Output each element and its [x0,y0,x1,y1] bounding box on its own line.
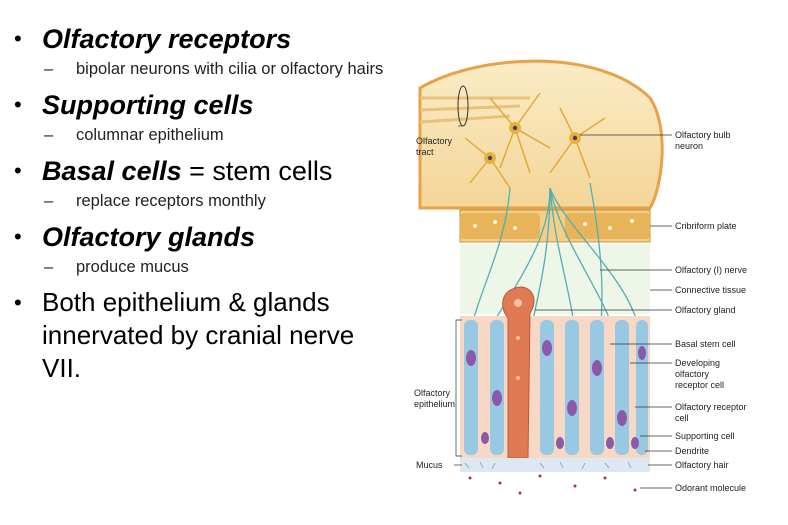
label-basal-stem-cell: Basal stem cell [675,339,736,349]
leader-lines [454,125,672,489]
sub-bullet-text: columnar epithelium [76,126,224,144]
bullet-title: Olfactory glands [42,222,256,252]
label-connective-tissue: Connective tissue [675,285,746,295]
label-cribriform-plate: Cribriform plate [675,221,737,231]
nucleus [487,155,493,161]
sub-bullet: – produce mucus [10,256,410,278]
label-mucus: Mucus [416,460,443,470]
olfactory-gland-shape [502,286,535,459]
label-dendrite: Dendrite [675,446,709,456]
mucus-layer [460,458,650,472]
label-olfactory-hair: Olfactory hair [675,460,729,470]
sub-bullet-dash: – [44,258,54,276]
connective-tissue [460,244,650,314]
bullet-basal-cells: • Basal cells = stem cells [10,154,410,188]
olfactory-bulb [418,59,664,210]
bullet-supporting-cells: • Supporting cells [10,88,410,122]
sub-bullet: – columnar epithelium [10,124,410,146]
sub-bullet-dash: – [44,192,54,210]
bullet-dot: • [14,158,22,183]
bullet-list: • Olfactory receptors – bipolar neurons … [10,22,410,385]
label-olfactory-gland: Olfactory gland [675,305,736,315]
odorant-molecules [468,474,637,495]
sub-bullet-text: bipolar neurons with cilia or olfactory … [76,60,384,78]
sub-bullet-text: produce mucus [76,258,189,276]
nucleus [572,135,578,141]
bullet-title-rest: = stem cells [181,156,333,186]
bullet-innervation: • Both epithelium & glands innervated by… [10,286,392,385]
bullet-dot: • [14,290,22,315]
label-olfactory-nerve: Olfactory (I) nerve [675,265,747,275]
nucleus [512,125,518,131]
sub-bullet: – replace receptors monthly [10,190,410,212]
label-supporting-cell: Supporting cell [675,431,735,441]
epithelium [460,316,650,466]
bullet-title: Supporting cells [42,90,254,120]
bullet-dot: • [14,224,22,249]
sub-bullet-dash: – [44,126,54,144]
bullet-title: Olfactory receptors [42,24,292,54]
bullet-olfactory-receptors: • Olfactory receptors [10,22,410,56]
sub-bullet: – bipolar neurons with cilia or olfactor… [10,58,410,80]
sub-bullet-dash: – [44,60,54,78]
bullet-title-bold: Basal cells [42,156,182,186]
bullet-olfactory-glands: • Olfactory glands [10,220,410,254]
bullet-dot: • [14,26,22,51]
bullet-text: Both epithelium & glands innervated by c… [42,287,355,383]
sub-bullet-text: replace receptors monthly [76,192,266,210]
bullet-dot: • [14,92,22,117]
label-odorant-molecule: Odorant molecule [675,483,746,493]
